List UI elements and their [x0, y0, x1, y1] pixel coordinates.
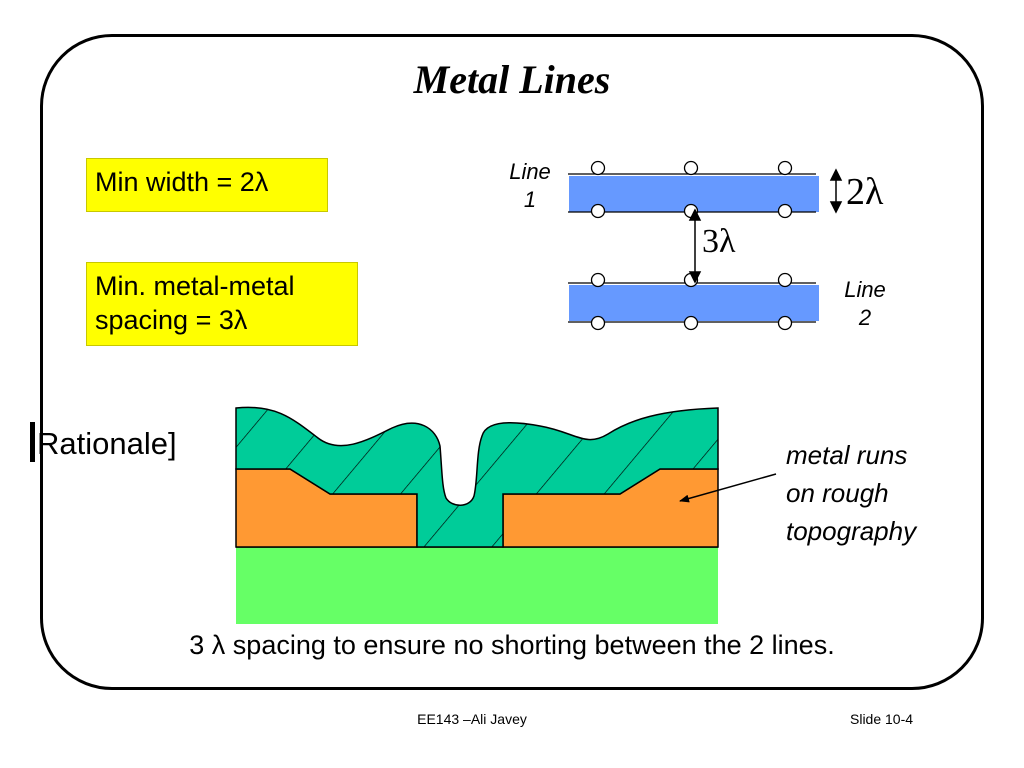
spacing-dimension-arrow	[688, 208, 702, 284]
line-1-label-number: 1	[523, 187, 537, 212]
footer-course: EE143 –Ali Javey	[417, 711, 527, 727]
slide-frame	[40, 34, 984, 690]
metal-hatch	[236, 407, 718, 547]
line-2-label: Line 2	[832, 276, 898, 332]
line-2-label-number: 2	[858, 305, 872, 330]
topography-annotation: metal runs on rough topography	[786, 436, 916, 550]
line-1-label-word: Line	[509, 159, 551, 184]
cross-section-diagram	[235, 406, 777, 624]
slide-title: Metal Lines	[413, 57, 611, 102]
annotation-arrow	[679, 473, 777, 503]
min-width-rule: Min width = 2λ	[95, 167, 269, 197]
annotation-line-3: topography	[786, 516, 917, 546]
spacing-rule-line-1: Min. metal-metal	[95, 271, 295, 301]
spacing-dimension-label: 3λ	[702, 223, 736, 260]
min-width-rule-box: Min width = 2λ	[86, 158, 328, 212]
line-2-label-word: Line	[844, 277, 886, 302]
top-view-diagram	[568, 160, 843, 331]
conclusion-text: 3 λ spacing to ensure no shorting betwee…	[189, 630, 835, 660]
width-dimension-arrow	[829, 168, 843, 214]
rationale-label: Rationale]	[30, 422, 177, 462]
line-1-label: Line 1	[500, 158, 560, 214]
spacing-rule-box: Min. metal-metal spacing = 3λ	[86, 262, 358, 346]
metal-line-2	[569, 285, 819, 321]
spacing-rule-line-2: spacing = 3λ	[95, 305, 248, 335]
width-dimension-label: 2λ	[846, 171, 884, 213]
annotation-line-2: on rough	[786, 478, 889, 508]
rationale-text: Rationale]	[37, 426, 177, 461]
footer-slide-number: Slide 10-4	[850, 711, 914, 727]
substrate-layer	[236, 547, 718, 624]
rationale-bracket	[30, 422, 35, 462]
annotation-line-1: metal runs	[786, 440, 908, 470]
